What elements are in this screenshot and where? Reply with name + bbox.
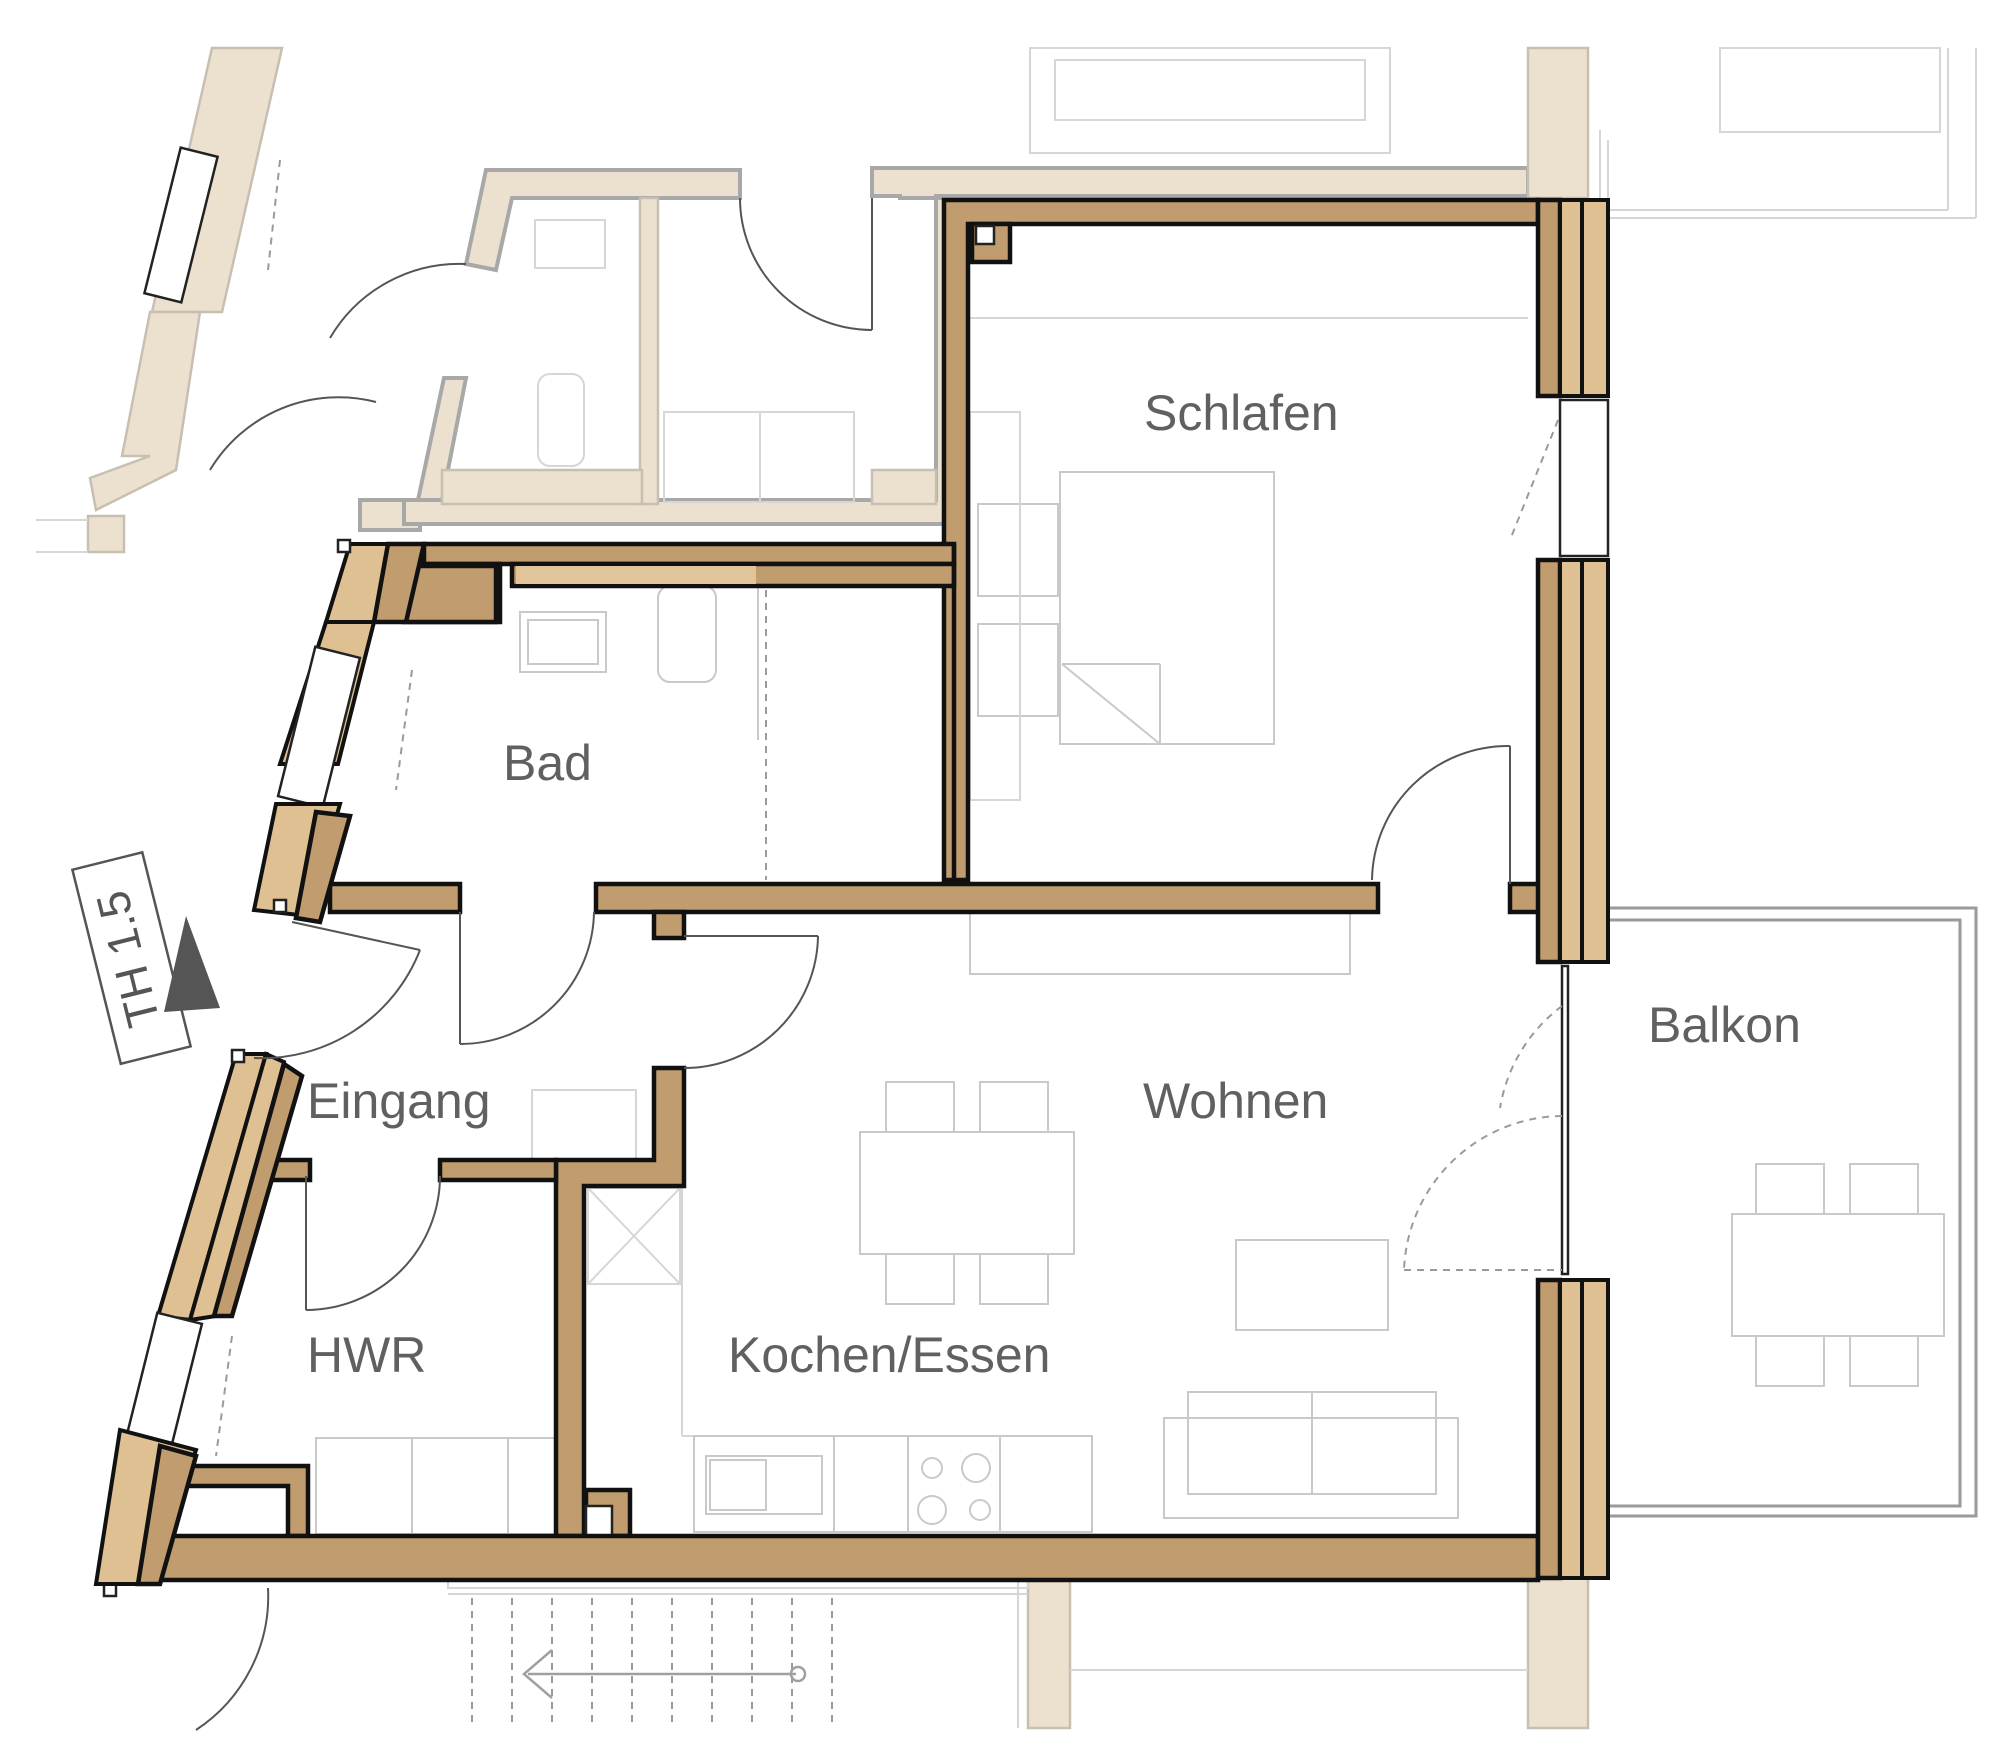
room-labels: Schlafen Bad Eingang HWR Wohnen Balkon K… [307, 385, 1801, 1383]
furniture [315, 317, 1945, 1535]
room-label-schlafen: Schlafen [1144, 385, 1339, 441]
door-swings [215, 159, 1511, 1457]
room-label-hwr: HWR [307, 1327, 426, 1383]
balcony-railing [1600, 906, 1978, 1518]
room-label-kochen-essen: Kochen/Essen [728, 1327, 1050, 1383]
entrance-tag: TH 1.5 [70, 850, 193, 1066]
room-label-eingang: Eingang [307, 1073, 491, 1129]
west-facade [93, 538, 427, 1587]
room-label-wohnen: Wohnen [1143, 1073, 1328, 1129]
triangle-arrow-icon [164, 916, 220, 1012]
neighbor-walls [36, 46, 1977, 1730]
room-label-bad: Bad [503, 735, 592, 791]
east-facade [1403, 197, 1610, 1581]
room-label-balkon: Balkon [1648, 997, 1801, 1053]
staircase [102, 1573, 1029, 1731]
